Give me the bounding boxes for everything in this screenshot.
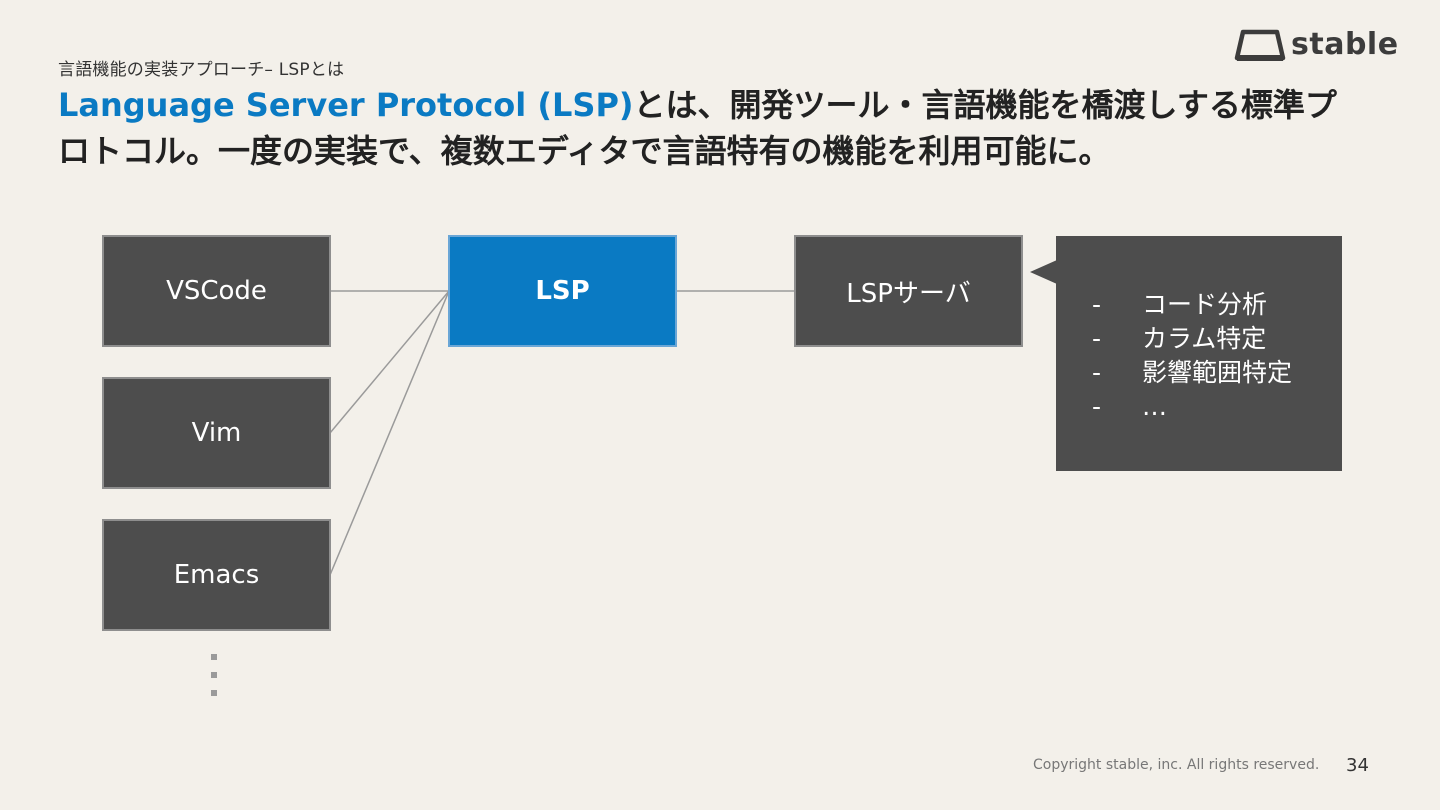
feature-label: コード分析 xyxy=(1142,290,1268,319)
feature-item: - カラム特定 xyxy=(1092,322,1342,356)
slide-subtitle: 言語機能の実装アプローチ– LSPとは xyxy=(58,60,345,80)
stable-logo: stable xyxy=(1234,26,1398,66)
slide-title: Language Server Protocol (LSP)とは、開発ツール・言… xyxy=(58,82,1358,174)
logo-wordmark: stable xyxy=(1291,27,1399,62)
lsp-server-box: LSPサーバ xyxy=(794,235,1023,347)
feature-list: -コード分析 -カラム特定 -影響範囲特定 -… xyxy=(1056,236,1342,424)
editor-box-emacs: Emacs xyxy=(102,519,331,631)
feature-item: -… xyxy=(1092,390,1342,424)
bullet-dash: - xyxy=(1092,324,1102,353)
feature-label: 影響範囲特定 xyxy=(1142,358,1293,387)
bullet-dash: - xyxy=(1092,290,1102,319)
page-number: 34 xyxy=(1346,755,1369,776)
feature-item: - コード分析 xyxy=(1092,288,1342,322)
editor-box-vscode: VSCode xyxy=(102,235,331,347)
connector-vim-lsp xyxy=(329,290,450,434)
bullet-dash: - xyxy=(1092,392,1102,421)
feature-label: カラム特定 xyxy=(1142,324,1267,353)
feature-label: … xyxy=(1142,392,1167,421)
server-features-callout: -コード分析 -カラム特定 -影響範囲特定 -… xyxy=(1056,236,1342,471)
more-editors-ellipsis-icon xyxy=(211,650,219,700)
connector-emacs-lsp xyxy=(329,290,450,576)
logo-mark-icon xyxy=(1234,29,1286,61)
copyright-notice: Copyright stable, inc. All rights reserv… xyxy=(1033,757,1320,773)
feature-item: - 影響範囲特定 xyxy=(1092,356,1342,390)
bullet-dash: - xyxy=(1092,358,1102,387)
lsp-box: LSP xyxy=(448,235,677,347)
editor-box-vim: Vim xyxy=(102,377,331,489)
title-accent: Language Server Protocol (LSP) xyxy=(58,86,634,124)
title-rest: とは、開発ツール・言語機能を橋渡しする標準プロトコル。一度の実装で、複数エディタ… xyxy=(58,86,1337,170)
callout-pointer xyxy=(1030,260,1057,284)
